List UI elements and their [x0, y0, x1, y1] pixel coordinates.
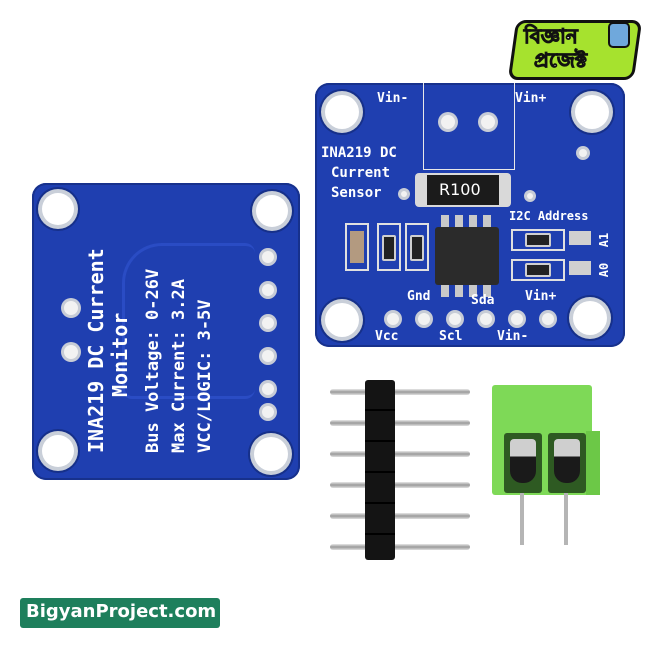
pin — [330, 389, 470, 395]
header-pad — [262, 317, 274, 329]
logo-line2: প্রজেক্ট — [534, 48, 588, 73]
ina219-back-board: INA219 DC Current Monitor Bus Voltage: 0… — [32, 183, 300, 480]
address-resistor-a0 — [511, 259, 565, 281]
header-pad — [262, 383, 274, 395]
pin-label-vin-minus: Vin- — [497, 329, 529, 344]
front-title-line2: Current — [331, 165, 391, 181]
header-pad — [418, 313, 430, 325]
brand-logo: বিজ্ঞান প্রজেক্ট — [507, 16, 643, 80]
screw-terminal-block — [492, 385, 602, 545]
terminal-pad — [481, 115, 495, 129]
i2c-address-label: I2C Address — [509, 209, 589, 223]
shunt-resistor: R100 — [415, 173, 511, 207]
back-title-line2: Monitor — [108, 312, 132, 397]
header-pad — [449, 313, 461, 325]
resistor-smd — [377, 223, 401, 271]
pin — [330, 513, 470, 519]
logo-line1: বিজ্ঞান — [524, 24, 579, 49]
pcb-trace — [122, 243, 255, 399]
spec-max-current: Max Current: 3.2A — [169, 279, 189, 453]
jumper-a0 — [569, 261, 591, 275]
terminal-divider — [423, 83, 515, 89]
label-vin-minus-top: Vin- — [377, 91, 409, 106]
pin-label-sda: Sda — [471, 293, 495, 308]
terminal-pad — [64, 301, 78, 315]
screw-slot — [548, 433, 586, 493]
mount-hole — [42, 435, 74, 467]
mount-hole — [325, 95, 359, 129]
robot-icon — [608, 22, 630, 48]
a0-label: A0 — [597, 262, 612, 278]
header-pad — [542, 313, 554, 325]
resistor-label: R100 — [439, 180, 481, 199]
pin-label-vcc: Vcc — [375, 329, 399, 344]
mount-hole — [575, 95, 609, 129]
front-title-line3: Sensor — [331, 185, 382, 201]
pin-housing — [365, 380, 395, 560]
label-vin-plus-top: Vin+ — [515, 91, 547, 106]
spec-vcc-logic: VCC/LOGIC: 3-5V — [195, 299, 215, 453]
resistor-smd — [405, 223, 429, 271]
terminal-pad — [441, 115, 455, 129]
mount-hole — [573, 301, 607, 335]
header-pad — [262, 251, 274, 263]
header-pad — [262, 406, 274, 418]
front-title-line1: INA219 DC — [321, 145, 397, 161]
ina219-front-board: Vin- Vin+ INA219 DC Current Sensor R100 … — [315, 83, 625, 347]
pin-label-gnd: Gnd — [407, 289, 431, 304]
header-pad — [262, 284, 274, 296]
capacitor — [345, 223, 369, 271]
mount-hole — [42, 193, 74, 225]
a1-label: A1 — [597, 232, 612, 248]
pin — [330, 482, 470, 488]
jumper-a1 — [569, 231, 591, 245]
pin — [330, 544, 470, 550]
pin — [330, 451, 470, 457]
mount-hole — [325, 303, 359, 337]
terminal-outline — [423, 89, 515, 170]
watermark-text: BigyanProject.com — [26, 601, 217, 622]
terminal-leg — [564, 493, 568, 545]
website-watermark: BigyanProject.com — [20, 598, 220, 628]
screw-slot — [504, 433, 542, 493]
terminal-leg — [520, 493, 524, 545]
pin — [330, 420, 470, 426]
pin-label-scl: Scl — [439, 329, 463, 344]
ina219-chip — [435, 215, 499, 297]
header-pad — [387, 313, 399, 325]
via — [401, 191, 407, 197]
back-title-line1: INA219 DC Current — [84, 248, 108, 453]
header-pad — [480, 313, 492, 325]
header-pin-strip — [330, 380, 470, 560]
spec-bus-voltage: Bus Voltage: 0-26V — [143, 268, 163, 453]
header-pad — [511, 313, 523, 325]
address-resistor-a1 — [511, 229, 565, 251]
terminal-pad — [64, 345, 78, 359]
via — [579, 149, 587, 157]
mount-hole — [254, 437, 288, 471]
mount-hole — [256, 195, 288, 227]
header-pad — [262, 350, 274, 362]
via — [527, 193, 533, 199]
pin-label-vin-plus: Vin+ — [525, 289, 557, 304]
